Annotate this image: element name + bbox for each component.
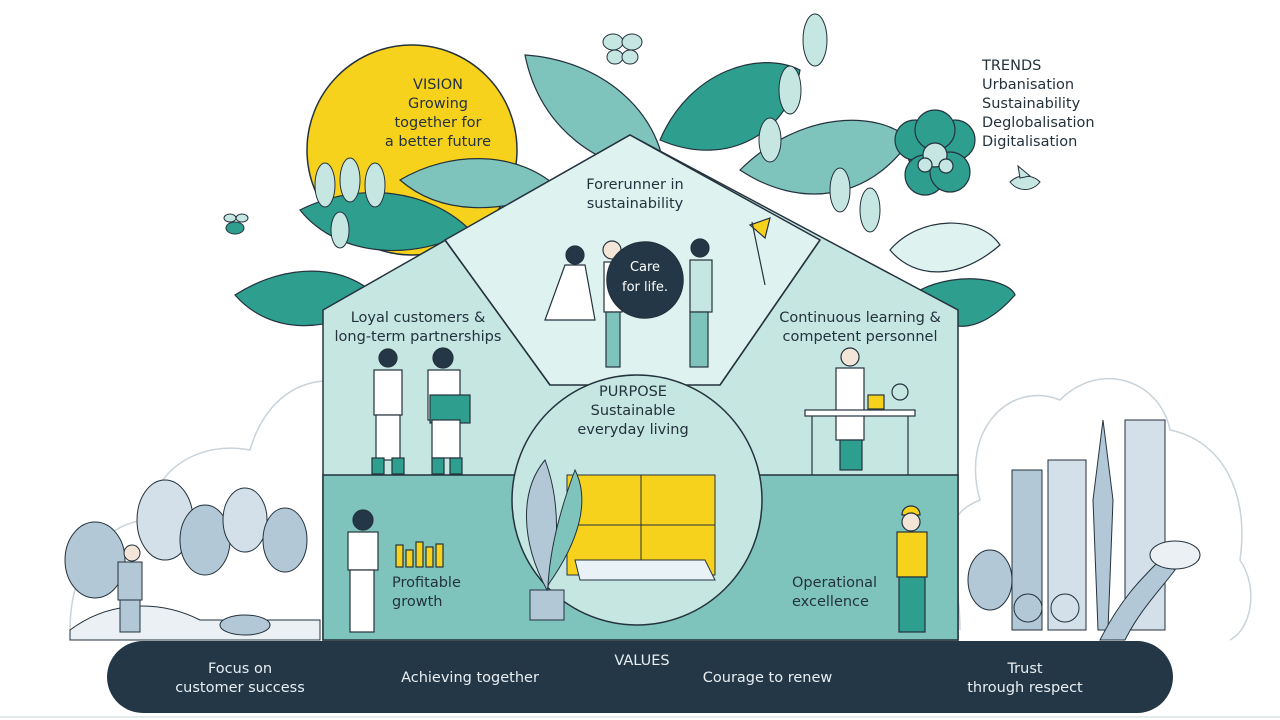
flower-icon	[894, 109, 976, 196]
pillar-line: Operational	[792, 575, 878, 591]
pillar-loyal-customers: Loyal customers & long-term partnerships	[322, 309, 514, 347]
value-line: through respect	[967, 680, 1083, 696]
values-bar	[107, 641, 1173, 713]
sofa	[574, 559, 716, 581]
pillar-line: competent personnel	[782, 329, 938, 345]
vision-line: together for	[394, 115, 482, 131]
small-leaves	[314, 13, 881, 249]
values-heading: VALUES	[614, 653, 670, 669]
purpose-heading: PURPOSE	[599, 384, 667, 400]
value-item: Focus on customer success	[150, 660, 330, 698]
forest-left	[64, 479, 321, 641]
globe-line: Care	[629, 260, 661, 275]
trends-heading: TRENDS	[982, 58, 1042, 74]
people-left	[371, 347, 471, 475]
vision-line: a better future	[384, 134, 492, 150]
trend-item: Deglobalisation	[982, 115, 1095, 131]
value-item: Trust through respect	[935, 660, 1115, 698]
bee-icon	[223, 213, 249, 235]
globe-line: for life.	[622, 280, 668, 295]
pillar-line: Profitable	[392, 575, 461, 591]
trend-item: Sustainability	[982, 96, 1081, 112]
analyst	[347, 509, 444, 633]
purpose-line: everyday living	[577, 422, 689, 438]
plant-pot	[526, 459, 583, 621]
butterfly-icon	[602, 33, 643, 65]
purpose-label: PURPOSE Sustainable everyday living	[548, 383, 718, 440]
city-right	[967, 419, 1201, 641]
pillar-line: long-term partnerships	[334, 329, 502, 345]
roof-label: Forerunner in sustainability	[555, 176, 715, 214]
globe-icon	[606, 241, 684, 319]
worker	[896, 505, 928, 633]
trend-item: Digitalisation	[982, 134, 1078, 150]
leaves-back	[234, 54, 1016, 327]
pillar-line: Loyal customers &	[350, 310, 486, 326]
value-item: Achieving together	[380, 669, 560, 688]
value-line: customer success	[175, 680, 305, 696]
pillar-continuous-learning: Continuous learning & competent personne…	[770, 309, 950, 347]
roof-line: sustainability	[586, 196, 684, 212]
value-line: Courage to renew	[702, 670, 833, 686]
roof-line: Forerunner in	[586, 177, 684, 193]
value-line: Achieving together	[401, 670, 539, 686]
globe-label: Care for life.	[610, 258, 680, 298]
scientist	[804, 347, 916, 475]
vision-heading: VISION	[413, 77, 463, 93]
value-line: Trust	[1007, 661, 1043, 677]
pillar-line: excellence	[792, 594, 869, 610]
value-line: Focus on	[207, 661, 273, 677]
trend-item: Urbanisation	[982, 77, 1075, 93]
pillar-line: Continuous learning &	[779, 310, 941, 326]
pillar-profitable-growth: Profitable growth	[392, 574, 461, 612]
vision-label: VISION Growing together for a better fut…	[338, 76, 538, 152]
purpose-line: Sustainable	[590, 403, 676, 419]
pillar-line: growth	[392, 594, 443, 610]
trends-list: TRENDS Urbanisation Sustainability Deglo…	[982, 57, 1095, 152]
pillar-operational-excellence: Operational excellence	[792, 574, 877, 612]
vision-line: Growing	[407, 96, 469, 112]
value-item: Courage to renew	[680, 669, 855, 688]
bird-icon	[1009, 164, 1041, 190]
